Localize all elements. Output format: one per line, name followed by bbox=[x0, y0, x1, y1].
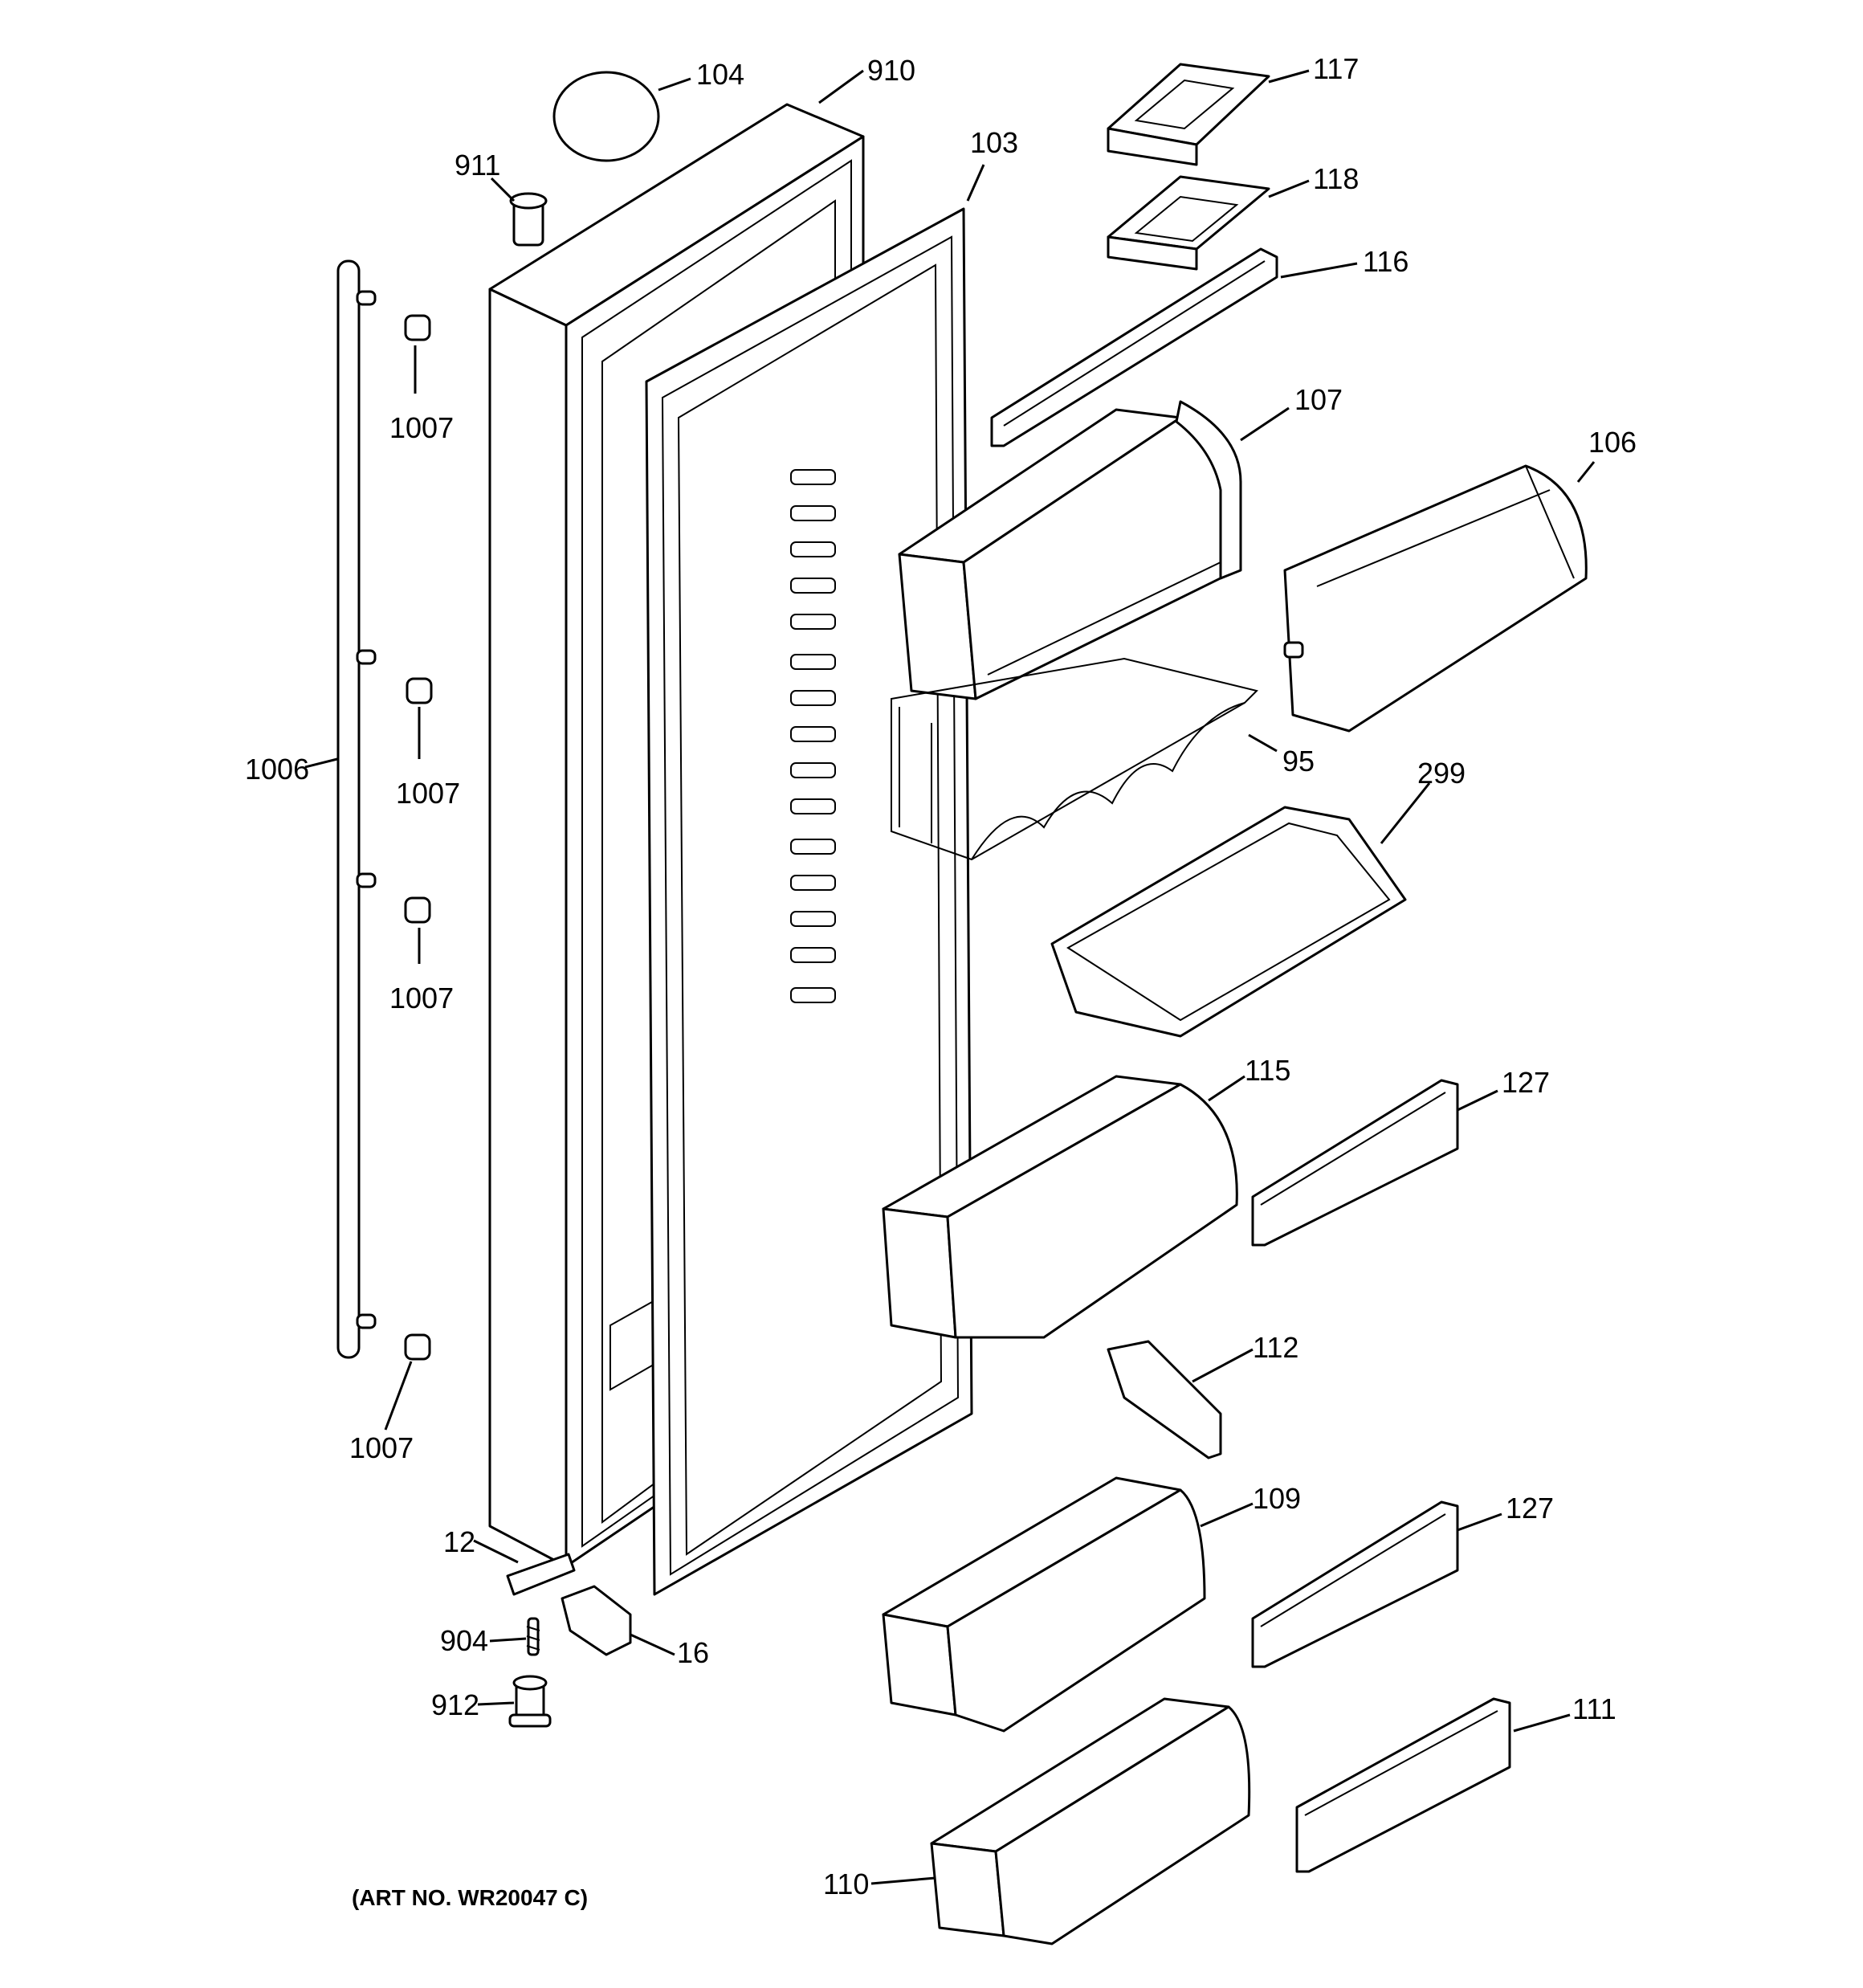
part-127-cover-upper bbox=[1251, 1079, 1459, 1247]
part-118-bucket bbox=[1107, 175, 1270, 271]
part-16-bracket bbox=[561, 1585, 632, 1656]
callout-115: 115 bbox=[1245, 1054, 1290, 1087]
callout-1007: 1007 bbox=[349, 1431, 414, 1464]
part-299-shelf bbox=[1050, 806, 1407, 1038]
part-104-ring bbox=[552, 71, 660, 162]
callout-106: 106 bbox=[1588, 426, 1637, 459]
part-911-bushing bbox=[509, 192, 548, 247]
callout-110: 110 bbox=[823, 1868, 869, 1900]
part-112-divider bbox=[1107, 1340, 1222, 1459]
callout-leaders bbox=[304, 69, 1596, 1885]
callout-1007: 1007 bbox=[396, 777, 460, 810]
callout-111: 111 bbox=[1572, 1692, 1616, 1725]
part-116-rail bbox=[990, 247, 1278, 447]
callout-16: 16 bbox=[677, 1636, 709, 1669]
part-110-bin bbox=[930, 1697, 1251, 1945]
part-12-plate bbox=[506, 1553, 576, 1596]
callout-12: 12 bbox=[443, 1525, 475, 1558]
callout-labels: 104 910 911 103 117 118 116 107 106 1007… bbox=[245, 52, 1637, 1900]
part-127-cover-lower bbox=[1251, 1500, 1459, 1668]
part-115-bin bbox=[882, 1075, 1238, 1339]
callout-127: 127 bbox=[1502, 1066, 1550, 1099]
callout-116: 116 bbox=[1363, 245, 1408, 278]
part-1007-clips bbox=[404, 314, 433, 1361]
part-103-gasket bbox=[645, 207, 973, 1596]
callout-112: 112 bbox=[1253, 1331, 1298, 1364]
part-109-bin bbox=[882, 1476, 1206, 1733]
callout-904: 904 bbox=[440, 1624, 488, 1657]
callout-104: 104 bbox=[696, 58, 744, 91]
callout-912: 912 bbox=[431, 1688, 479, 1721]
callout-117: 117 bbox=[1313, 52, 1359, 85]
part-111-cover bbox=[1295, 1697, 1511, 1873]
callout-103: 103 bbox=[970, 126, 1018, 159]
part-95-wire-rack bbox=[891, 657, 1258, 861]
callout-107: 107 bbox=[1294, 383, 1343, 416]
part-1006-handle bbox=[336, 259, 377, 1359]
art-number: (ART NO. WR20047 C) bbox=[352, 1885, 588, 1910]
callout-910: 910 bbox=[867, 54, 915, 87]
callout-1007: 1007 bbox=[389, 982, 454, 1014]
callout-299: 299 bbox=[1417, 757, 1466, 790]
part-912-bushing bbox=[508, 1675, 552, 1728]
part-117-cover bbox=[1107, 63, 1270, 166]
callout-1007: 1007 bbox=[389, 411, 454, 444]
callout-127: 127 bbox=[1506, 1492, 1554, 1525]
callout-1006: 1006 bbox=[245, 753, 309, 786]
part-904-screw bbox=[526, 1617, 540, 1656]
door-shelf-ribs bbox=[790, 469, 836, 1003]
part-107-bin bbox=[898, 400, 1242, 700]
callout-118: 118 bbox=[1313, 162, 1359, 195]
callout-109: 109 bbox=[1253, 1482, 1301, 1515]
callout-911: 911 bbox=[455, 149, 500, 182]
part-106-bin bbox=[1283, 464, 1588, 733]
callout-95: 95 bbox=[1282, 745, 1315, 778]
